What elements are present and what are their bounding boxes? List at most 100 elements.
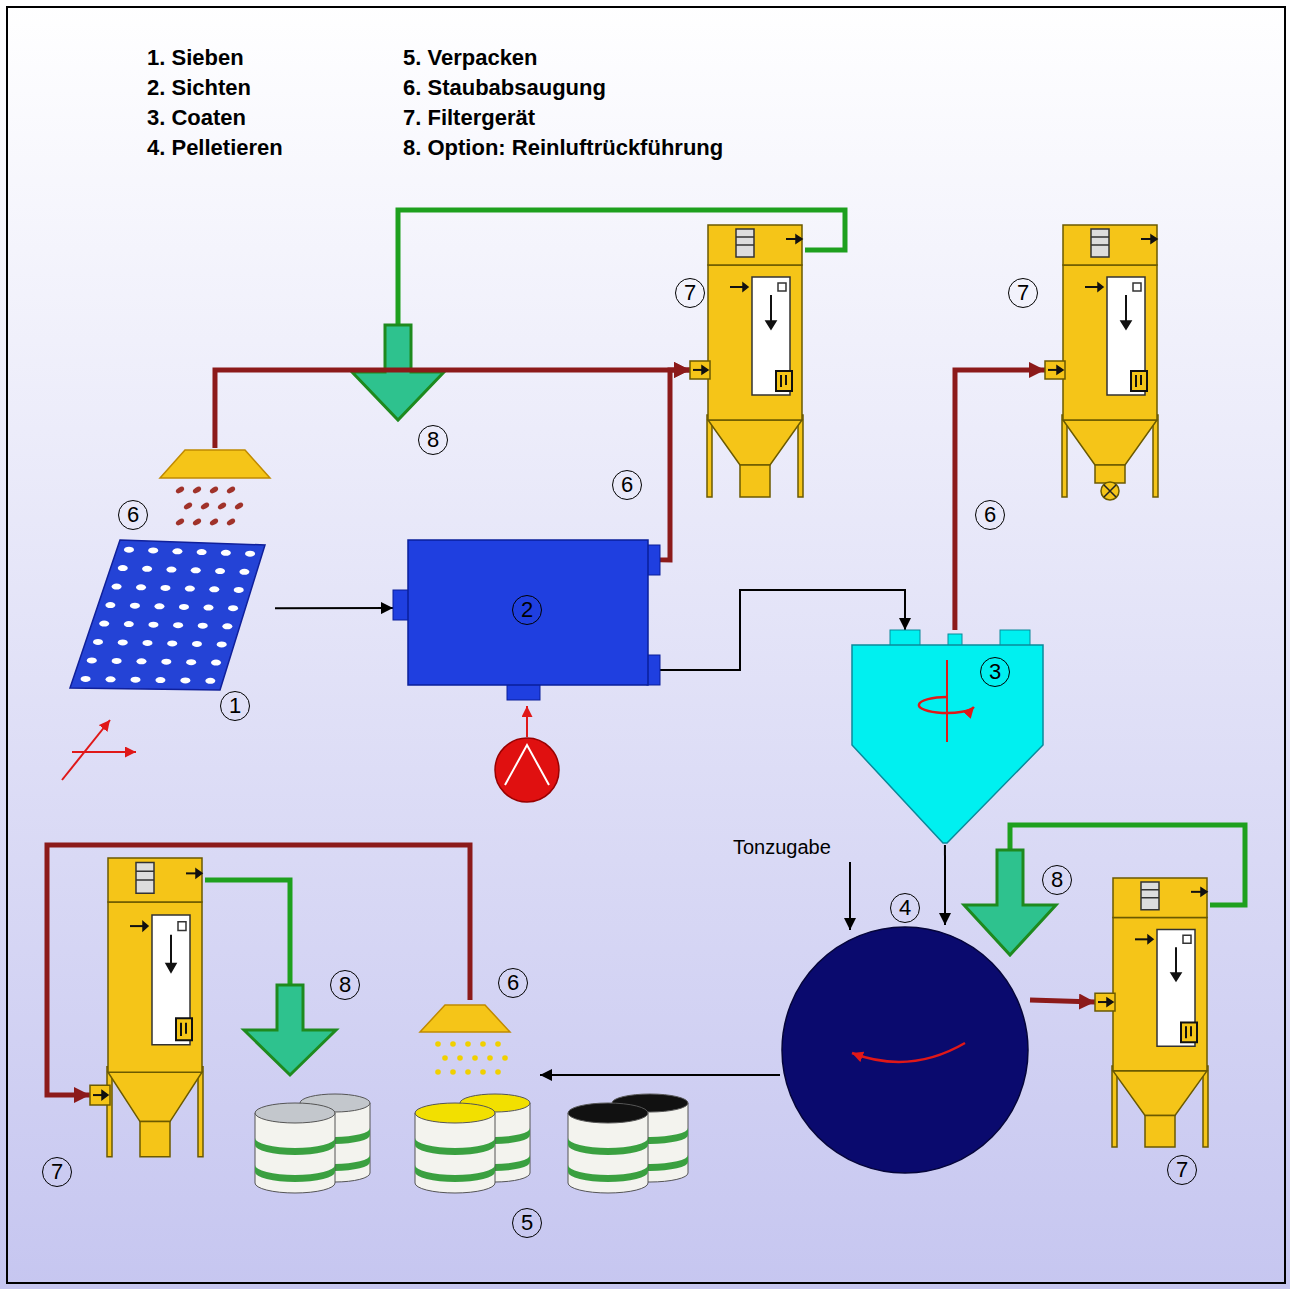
inlet-box (1045, 361, 1065, 379)
can-body (415, 1113, 495, 1193)
sieve-hole (186, 659, 196, 665)
sieve-deck (70, 540, 265, 690)
shape-outline (850, 630, 1045, 845)
inlet-arrow-head (1057, 366, 1063, 374)
label-holder: 4. Pelletieren (147, 135, 283, 161)
filter-leg (198, 1067, 203, 1157)
filter-leg (1062, 415, 1067, 497)
clean-gas-box (1183, 935, 1191, 943)
sieve-hole (221, 550, 231, 556)
dust-particle (450, 1041, 456, 1047)
can-lid (568, 1103, 648, 1123)
can-body (568, 1113, 648, 1193)
sieve-hole (124, 547, 134, 553)
legend-item: 6. Staubabsaugung (403, 75, 606, 100)
dust-particle (192, 485, 202, 494)
filter-outlet (140, 1122, 170, 1157)
return-air-arrow (244, 985, 336, 1075)
sieve-hole (130, 677, 140, 683)
label-holder: 5. Verpacken (403, 45, 538, 71)
can-lid (255, 1103, 335, 1123)
legend-item: 1. Sieben (147, 45, 244, 70)
filter-body (1113, 918, 1207, 1071)
suction-hood (160, 450, 270, 478)
cleaning-valve-mark (1136, 375, 1141, 387)
dust-nozzle (647, 545, 660, 575)
clean-gas-box (778, 283, 786, 291)
sieve-hole (185, 586, 195, 592)
filter-unit: 7 (1095, 878, 1210, 1150)
inlet-arrow-head (102, 1091, 108, 1100)
filter-leg (1203, 1066, 1208, 1147)
label-holder: 8. Option: Reinluftrückführung (403, 135, 723, 161)
dust-particle (480, 1041, 486, 1047)
return-air-arrow (964, 850, 1056, 955)
callout-number: 8 (418, 425, 448, 455)
callout-holder: 5 (512, 1208, 542, 1238)
sieve-hole (222, 623, 232, 629)
sieve-hole (180, 677, 190, 683)
label-holder: 3. Coaten (147, 105, 246, 131)
label-holder: 7. Filtergerät (403, 105, 535, 131)
sieve-hole (161, 659, 171, 665)
label-holder: 6 (118, 500, 148, 530)
clean-gas-box (1133, 283, 1141, 291)
inlet-box (690, 361, 710, 379)
filter-unit (690, 225, 803, 497)
cleaning-valve-mark (181, 1023, 186, 1036)
filter-hopper (1113, 1071, 1207, 1116)
cleaning-valve (1131, 371, 1147, 391)
material-flow-arrow (275, 607, 393, 609)
sieve-hole (112, 584, 122, 590)
callout-number: 6 (612, 470, 642, 500)
classifier-body (408, 540, 648, 685)
legend-item: 7. Filtergerät (403, 105, 535, 130)
pelletizer-drum: 4 (780, 925, 1030, 1175)
clean-gas-box (178, 922, 186, 931)
filter-head (1113, 878, 1207, 918)
sieve-hole (228, 605, 238, 611)
sieve-hole (245, 551, 255, 557)
callout-holder: 3 (980, 657, 1010, 687)
fan-motor-lines (1141, 890, 1159, 898)
shape-outline (410, 1000, 540, 1240)
inlet-arrow-head (1107, 998, 1113, 1006)
sieve-hole (112, 658, 122, 664)
sieve-hole (142, 566, 152, 572)
filter-unit: 7 (1045, 225, 1160, 500)
dust-particle (226, 485, 236, 494)
material-flow-arrow (540, 1074, 780, 1076)
packaging-station: 5 (410, 1000, 540, 1240)
filter-unit: 7 (690, 225, 805, 500)
filter-unit (1045, 225, 1158, 500)
filter-unit (90, 858, 203, 1157)
shape-outline (1095, 878, 1210, 1150)
sieve-hole (136, 658, 146, 664)
air-arrow-head (1201, 888, 1207, 896)
dust-particle (495, 1041, 501, 1047)
sieve-hole (154, 603, 164, 609)
sieve-hole (204, 605, 214, 611)
flow-arrow-head (1121, 321, 1131, 329)
nozzle (1000, 630, 1030, 646)
dust-particle (465, 1069, 471, 1075)
return-air-arrow (352, 325, 444, 420)
dust-particle (200, 501, 210, 510)
frame (7, 7, 1285, 1283)
legend-item: 5. Verpacken (403, 45, 538, 70)
outlet-nozzle (647, 655, 660, 685)
filter-outlet (1145, 1115, 1175, 1147)
filter-head (708, 225, 802, 265)
callout-number: 4 (890, 893, 920, 923)
label-holder: 2. Sichten (147, 75, 251, 101)
rotation-arrow (919, 697, 974, 713)
vibration-arrow (62, 720, 110, 780)
sieve-hole (179, 604, 189, 610)
sieve-hole (215, 568, 225, 574)
sieve-hole (105, 602, 115, 608)
callout-holder: 2 (512, 595, 542, 625)
label-holder: 8 (330, 970, 360, 1000)
sieve-hole (136, 584, 146, 590)
filter-outlet (1095, 465, 1125, 483)
